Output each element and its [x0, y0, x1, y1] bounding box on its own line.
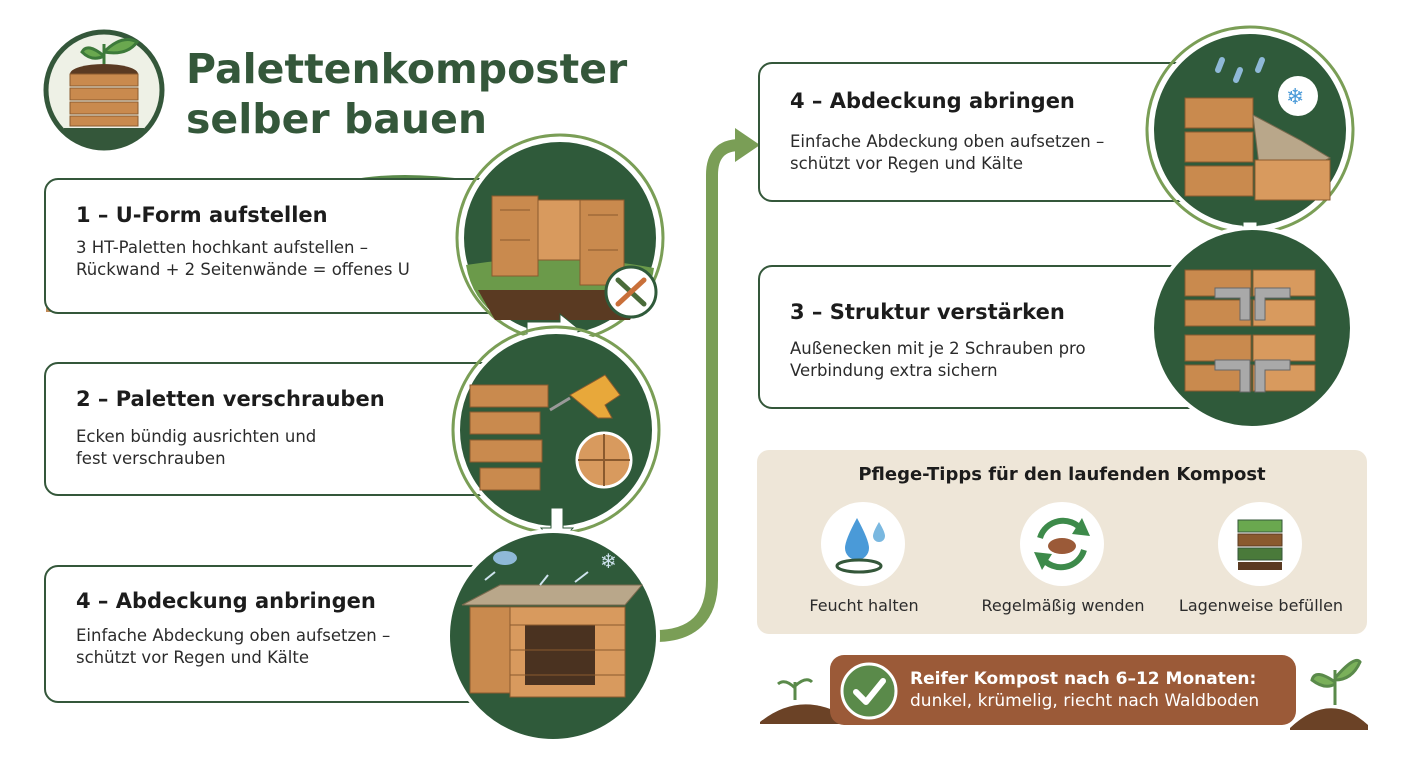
- tip-label-1: Feucht halten: [809, 596, 919, 615]
- title-line-1: Palettenkomposter: [186, 45, 628, 93]
- result-line-2: dunkel, krümelig, riecht nach Waldboden: [910, 691, 1260, 711]
- banner-soil-right: [1290, 708, 1368, 730]
- step-4-line-2: schützt vor Regen und Kälte: [790, 154, 1023, 173]
- step-1-line-2: Rückwand + 2 Seitenwände = offenes U: [76, 260, 410, 279]
- step-3-heading: 4 – Abdeckung anbringen: [76, 589, 376, 613]
- step-5-line-2: Verbindung extra sichern: [790, 361, 998, 380]
- connector-arrow: [735, 128, 760, 162]
- page-title: Palettenkomposter selber bauen: [186, 44, 627, 144]
- step-card-4: 4 – Abdeckung abringen Einfache Abdeckun…: [758, 62, 1208, 202]
- tip-label-3: Lagenweise befüllen: [1178, 596, 1344, 615]
- step-card-1: 1 – U-Form aufstellen 3 HT-Paletten hoch…: [44, 178, 514, 314]
- illustration-reinforce: [1150, 226, 1354, 430]
- svg-text:❄: ❄: [1286, 85, 1304, 110]
- illustration-cover-top: ❄: [1145, 25, 1355, 235]
- step-4-line-1: Einfache Abdeckung oben aufsetzen –: [790, 132, 1105, 151]
- step-1-line-1: 3 HT-Paletten hochkant aufstellen –: [76, 238, 369, 257]
- title-line-2: selber bauen: [186, 95, 488, 143]
- layers-icon: [1218, 502, 1302, 586]
- illustration-screwing: [451, 325, 661, 535]
- logo: [43, 29, 165, 151]
- illustration-cover: ❄: [446, 529, 660, 743]
- connector-line: [649, 139, 746, 642]
- tips-panel: Pflege-Tipps für den laufenden Kompost F…: [757, 450, 1367, 634]
- tips-title: Pflege-Tipps für den laufenden Kompost: [858, 464, 1266, 485]
- result-banner: Reifer Kompost nach 6–12 Monaten: dunkel…: [830, 655, 1296, 725]
- banner-soil-left: [760, 704, 845, 724]
- step-3-line-2: schützt vor Regen und Kälte: [76, 648, 309, 667]
- water-drop-icon: [821, 502, 905, 586]
- step-2-heading: 2 – Paletten verschrauben: [76, 387, 385, 411]
- tip-label-2: Regelmäßig wenden: [981, 596, 1145, 615]
- tools-icon: [604, 265, 658, 319]
- step-5-heading: 3 – Struktur verstärken: [790, 300, 1065, 324]
- step-card-2: 2 – Paletten verschrauben Ecken bündig a…: [44, 362, 514, 496]
- svg-text:❄: ❄: [600, 549, 617, 573]
- step-2-line-2: fest verschrauben: [76, 449, 226, 468]
- sprout-left-icon: [777, 678, 814, 700]
- step-2-line-1: Ecken bündig ausrichten und: [76, 427, 317, 446]
- result-line-1: Reifer Kompost nach 6–12 Monaten:: [910, 669, 1257, 689]
- step-4-heading: 4 – Abdeckung abringen: [790, 89, 1075, 113]
- turn-cycle-icon: [1020, 502, 1104, 586]
- step-5-line-1: Außenecken mit je 2 Schrauben pro: [790, 339, 1086, 358]
- sprout-right-icon: [1310, 658, 1362, 705]
- checkmark-icon: [840, 662, 898, 720]
- step-card-3: 4 – Abdeckung anbringen Einfache Abdecku…: [44, 565, 514, 703]
- step-3-line-1: Einfache Abdeckung oben aufsetzen –: [76, 626, 391, 645]
- step-card-5: 3 – Struktur verstärken Außenecken mit j…: [758, 265, 1208, 409]
- step-1-heading: 1 – U-Form aufstellen: [76, 203, 328, 227]
